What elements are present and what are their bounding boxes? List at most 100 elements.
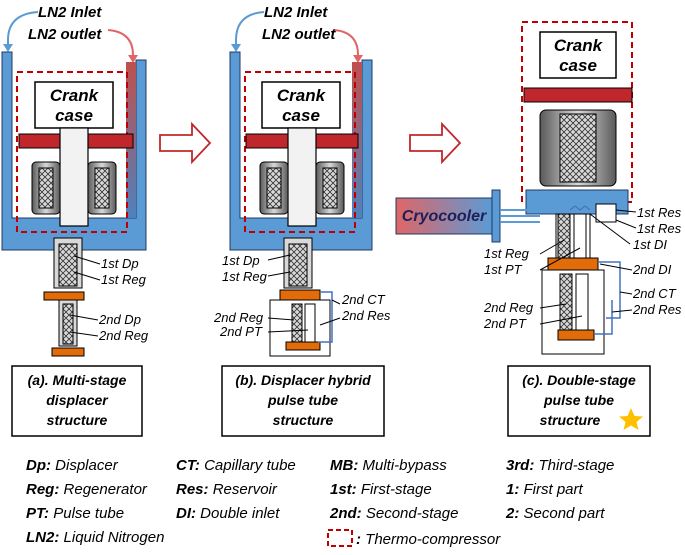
leader-line — [69, 314, 99, 321]
crank-label: Crank — [50, 86, 100, 105]
label-2nd-pt: 2nd PT — [219, 324, 263, 339]
orange-end-plate — [557, 329, 595, 341]
leader-line — [267, 317, 295, 321]
first-regenerator — [557, 213, 571, 261]
arrow-head — [353, 55, 363, 63]
label-2nd-dp: 2nd Dp — [98, 312, 141, 327]
transition-arrow-a-b — [159, 121, 212, 165]
leader-line — [611, 309, 633, 313]
label-1st-reg: 1st Reg — [101, 272, 147, 287]
caption-b-line2: pulse tube — [267, 392, 338, 408]
legend-item-2nd: 2nd: Second-stage — [329, 505, 458, 522]
legend-dashed-box-icon — [327, 529, 353, 547]
caption-a-line3: structure — [47, 412, 108, 428]
first-reservoir — [595, 203, 617, 223]
crank-label: Crank — [277, 86, 327, 105]
leader-line — [599, 263, 633, 271]
ln2-inlet-label: LN2 Inlet — [264, 4, 328, 21]
label-2nd-ct: 2nd CT — [632, 286, 677, 301]
ln2-inlet-arrow — [235, 11, 265, 48]
orange-end-plate — [285, 341, 321, 351]
leader-line — [69, 331, 99, 337]
legend-item-thermo-compressor: : Thermo-compressor — [356, 531, 501, 548]
leader-line — [267, 329, 309, 333]
leader-line — [73, 271, 101, 281]
label-1st-dp: 1st Dp — [222, 253, 260, 268]
legend-item-dp: Dp: Displacer — [26, 457, 119, 474]
cryocooler-flange — [491, 189, 501, 243]
red-plate — [523, 87, 633, 103]
first-displacer — [58, 243, 78, 287]
label-2nd-reg: 2nd Reg — [98, 328, 149, 343]
panel-b: LN2 Inlet LN2 outlet Crank case 1st Dp 1… — [213, 4, 391, 437]
ln2-outlet-label: LN2 outlet — [262, 26, 336, 43]
leader-line — [539, 247, 581, 271]
case-label: case — [55, 106, 93, 125]
leader-line — [615, 209, 637, 213]
capillary-tube — [594, 300, 613, 335]
caption-c-line1: (c). Double-stage — [522, 372, 636, 388]
legend-item-reg: Reg: Regenerator — [26, 481, 148, 498]
second-displacer — [62, 303, 74, 345]
orange-end-plate — [51, 347, 85, 357]
caption-a-line2: displacer — [46, 392, 109, 408]
caption-c-line2: pulse tube — [543, 392, 614, 408]
star-icon — [619, 408, 643, 430]
ln2-inlet-label: LN2 Inlet — [38, 4, 102, 21]
leader-line — [73, 255, 101, 265]
coil-hatch — [94, 167, 110, 209]
legend-item-1: 1: First part — [506, 481, 584, 498]
shaft — [287, 127, 317, 227]
caption-c-line3: structure — [540, 412, 601, 428]
label-2nd-di: 2nd DI — [632, 262, 672, 277]
orange-stage-plate — [547, 257, 599, 271]
crank-case — [34, 81, 114, 129]
leader-line — [267, 271, 291, 277]
ln2-inlet-arrow — [7, 11, 39, 48]
case-label: case — [282, 106, 320, 125]
first-double-inlet — [569, 205, 591, 211]
panel-c: Crank case Cryocooler — [395, 21, 682, 437]
coil-hatch — [266, 167, 282, 209]
coil-hatch — [38, 167, 54, 209]
label-1st-reg: 1st Reg — [484, 246, 530, 261]
second-regenerator — [559, 273, 573, 333]
leader-line — [589, 213, 631, 245]
legend-item-di: DI: Double inlet — [176, 505, 280, 522]
caption-b-line3: structure — [273, 412, 334, 428]
leader-line — [539, 303, 567, 309]
caption-box-a — [11, 365, 143, 437]
legend-item-res: Res: Reservoir — [176, 481, 278, 498]
orange-stage-plate — [43, 291, 85, 301]
shaft — [59, 127, 89, 227]
first-pulse-tube — [573, 213, 587, 261]
leader-line — [539, 239, 565, 255]
caption-a-line1: (a). Multi-stage — [28, 372, 127, 388]
legend-item-mb: MB: Multi-bypass — [330, 457, 447, 474]
label-1st-di: 1st DI — [633, 237, 667, 252]
second-regenerator — [291, 303, 303, 343]
arrow-head — [3, 44, 13, 52]
leader-line — [615, 219, 637, 229]
pulse-tube-housing — [541, 269, 605, 355]
cryocooler-label: Cryocooler — [402, 208, 487, 225]
crank-label: Crank — [554, 36, 604, 55]
legend-item-ct: CT: Capillary tube — [176, 457, 296, 474]
second-double-inlet — [598, 261, 621, 319]
panel-a: LN2 Inlet LN2 outlet Crank case — [1, 4, 149, 437]
label-2nd-pt: 2nd PT — [483, 316, 527, 331]
ln2-outlet-arrow — [333, 29, 359, 60]
legend-item-3rd: 3rd: Third-stage — [506, 457, 614, 474]
cryocooler — [395, 197, 493, 235]
caption-box-b — [221, 365, 385, 437]
coil-hatch — [322, 167, 338, 209]
label-2nd-ct: 2nd CT — [341, 292, 386, 307]
capillary-tube — [318, 291, 333, 343]
caption-b-line1: (b). Displacer hybrid — [235, 372, 371, 388]
label-1st-res-2: 1st Res — [637, 221, 682, 236]
label-2nd-res: 2nd Res — [341, 308, 391, 323]
leader-line — [331, 299, 341, 305]
label-1st-pt: 1st PT — [484, 262, 523, 277]
label-1st-dp: 1st Dp — [101, 256, 139, 271]
